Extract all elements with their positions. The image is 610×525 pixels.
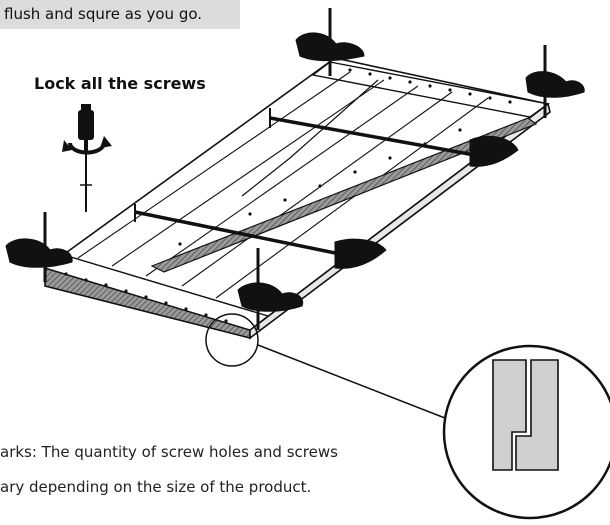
screw-holes — [64, 68, 512, 323]
detail-callout — [205, 313, 610, 520]
bar-clamp-upper — [269, 108, 519, 167]
joint-detail-illustration — [492, 359, 559, 471]
planks — [77, 71, 489, 299]
instruction-banner: flush and squre as you go. — [0, 0, 240, 29]
top-rail — [311, 61, 550, 118]
corner-clamp-top-left — [295, 8, 365, 76]
remarks-line-1: arks: The quantity of screw holes and sc… — [0, 443, 338, 461]
bar-clamp-lower — [134, 204, 387, 269]
remarks-line-2: ary depending on the size of the product… — [0, 478, 312, 496]
lock-screws-label: Lock all the screws — [34, 74, 206, 93]
screwdriver-rotate-icon — [62, 104, 112, 212]
corner-clamp-top-right — [525, 45, 585, 118]
corner-clamp-bottom-left — [5, 212, 73, 282]
corner-clamp-bottom-right — [237, 248, 304, 330]
